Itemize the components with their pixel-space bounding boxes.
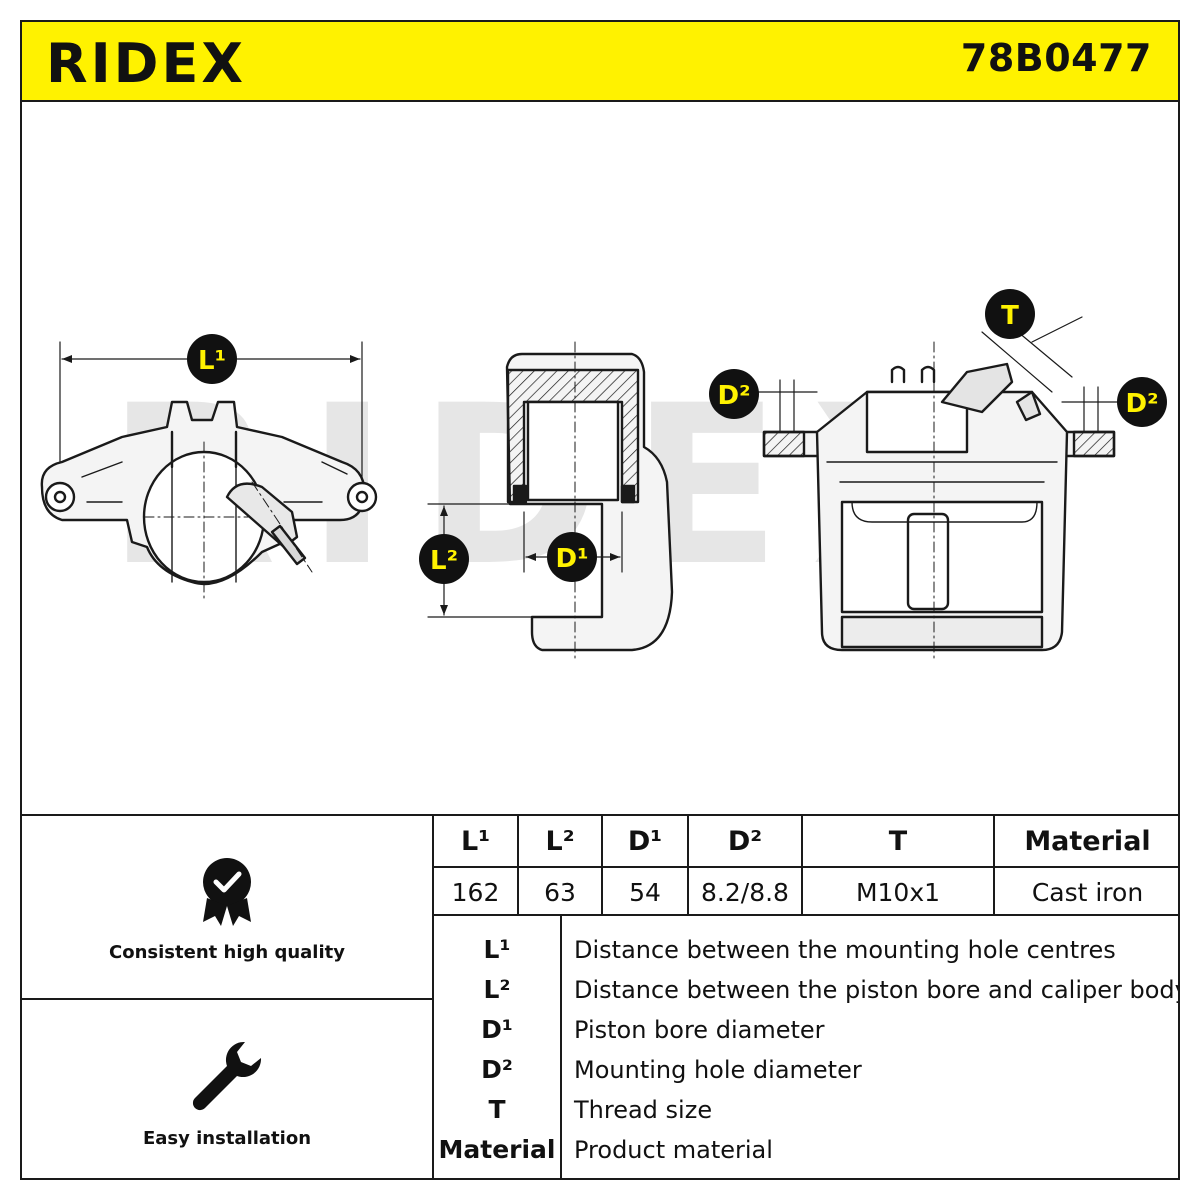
legend-key: L¹ <box>483 935 511 964</box>
legend-key: L² <box>483 975 511 1004</box>
label-t: T <box>1001 301 1019 331</box>
label-l1: L¹ <box>198 346 226 376</box>
technical-drawing: RIDEX <box>22 102 1178 814</box>
quality-badge-icon <box>203 858 251 926</box>
legend-divider <box>560 916 562 1178</box>
spec-value: 8.2/8.8 <box>688 867 803 916</box>
info-section: Consistent high quality Easy installatio… <box>22 814 1180 1178</box>
feature-label: Consistent high quality <box>109 942 345 963</box>
legend-table: L¹ Distance between the mounting hole ce… <box>432 916 1180 1178</box>
legend-row: D¹ Piston bore diameter <box>434 1010 1178 1050</box>
legend-key: D¹ <box>481 1015 513 1044</box>
spec-value: 63 <box>518 867 603 916</box>
caliper-top-view <box>756 316 1123 663</box>
legend-key: D² <box>481 1055 513 1084</box>
spec-table: L¹ L² D¹ D² T Material 162 63 54 8.2/8.8… <box>432 816 1178 916</box>
caliper-front-view <box>40 341 378 603</box>
feature-label: Easy installation <box>142 1128 312 1149</box>
spec-header: D¹ <box>602 816 689 868</box>
legend-desc: Mounting hole diameter <box>574 1056 862 1084</box>
ridex-logo: RIDEX <box>46 32 246 95</box>
spec-value: 54 <box>602 867 689 916</box>
legend-desc: Product material <box>574 1136 773 1164</box>
legend-row: D² Mounting hole diameter <box>434 1050 1178 1090</box>
label-d1: D¹ <box>556 544 589 574</box>
legend-key: Material <box>438 1135 556 1164</box>
spec-value: M10x1 <box>802 867 995 916</box>
legend-desc: Distance between the piston bore and cal… <box>574 976 1180 1004</box>
legend-key: T <box>488 1095 506 1124</box>
spec-header: D² <box>688 816 803 868</box>
spec-header: L² <box>518 816 603 868</box>
legend-row: L² Distance between the piston bore and … <box>434 970 1180 1010</box>
dimension-markers: L¹ L² D¹ D² D² T <box>187 289 1167 584</box>
label-d2-right: D² <box>1126 389 1159 419</box>
caliper-section-view <box>427 341 674 663</box>
feature-installation: Easy installation <box>22 1000 432 1178</box>
header-bar: RIDEX 78B0477 <box>22 22 1178 102</box>
wrench-icon <box>192 1041 262 1111</box>
legend-row: L¹ Distance between the mounting hole ce… <box>434 930 1178 970</box>
spec-header: Material <box>994 816 1178 868</box>
legend-desc: Piston bore diameter <box>574 1016 825 1044</box>
part-number: 78B0477 <box>960 36 1152 80</box>
legend-row: T Thread size <box>434 1090 1178 1130</box>
logo-wordmark: RIDEX <box>46 32 246 95</box>
spec-value: Cast iron <box>1031 877 1144 907</box>
feature-quality: Consistent high quality <box>22 816 432 1000</box>
label-d2-left: D² <box>718 381 751 411</box>
legend-desc: Thread size <box>574 1096 713 1124</box>
caliper-diagram: RIDEX <box>40 289 1167 663</box>
spec-value: 162 <box>434 867 519 916</box>
product-sheet: RIDEX 78B0477 RIDEX <box>20 20 1180 1180</box>
label-l2: L² <box>430 546 458 576</box>
spec-header: L¹ <box>434 816 519 868</box>
legend-desc: Distance between the mounting hole centr… <box>574 936 1116 964</box>
spec-header: T <box>802 816 995 868</box>
legend-row: Material Product material <box>434 1130 1178 1170</box>
